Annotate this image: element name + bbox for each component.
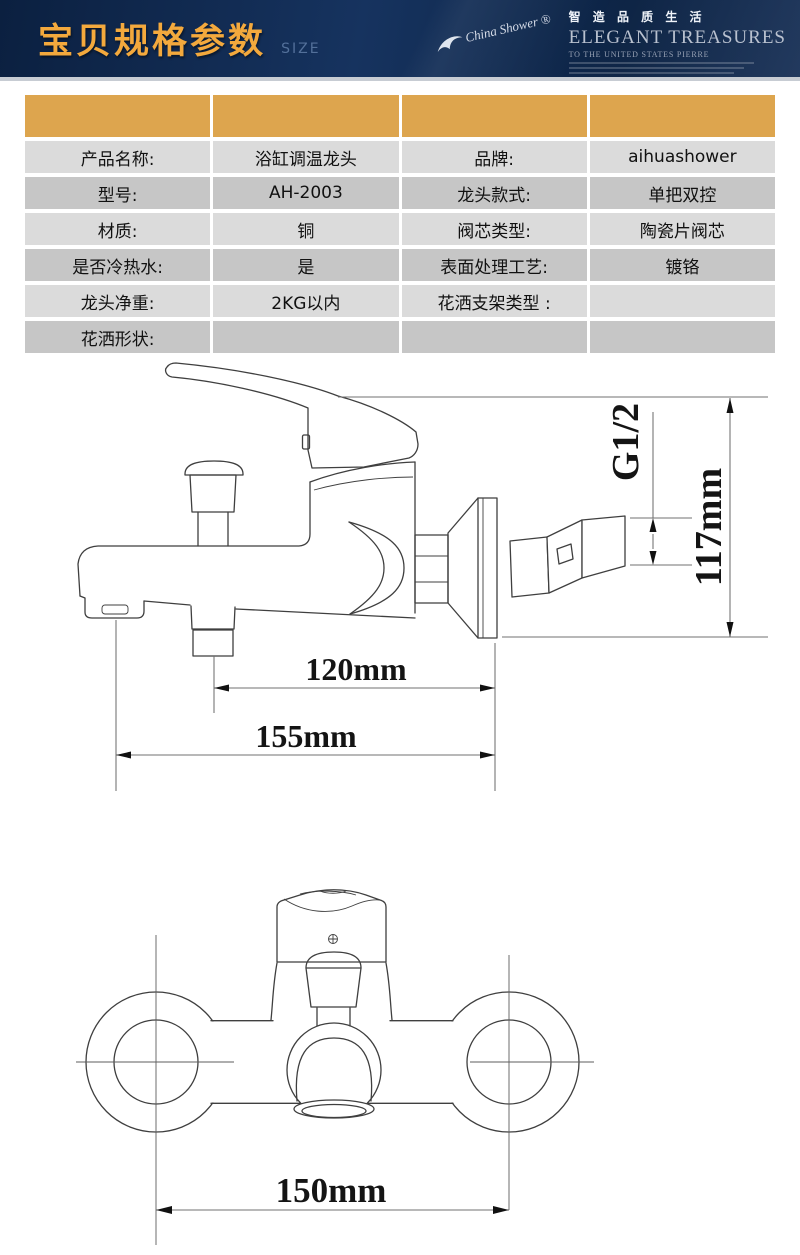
spec-label-cell: 材质: <box>25 213 211 245</box>
shower-outlet <box>190 605 236 657</box>
dimension-label-120mm: 120mm <box>305 651 407 687</box>
spec-header-cell <box>25 95 211 137</box>
hex-nut <box>414 534 449 604</box>
faucet-body <box>77 461 416 619</box>
slogan-en: ELEGANT TREASURES <box>568 27 786 48</box>
spec-value-cell <box>589 285 775 317</box>
dimension-120mm: 120mm <box>213 643 496 791</box>
header: 宝贝规格参数 SIZE China Shower ® 智 造 品 质 生 活 E… <box>0 0 800 81</box>
spec-table: 产品名称: 浴缸调温龙头 品牌: aihuashower 型号: AH-2003… <box>25 95 775 357</box>
dimension-117mm: 117mm <box>338 396 768 638</box>
dimension-label-150mm: 150mm <box>276 1171 387 1210</box>
dimension-label-117mm: 117mm <box>688 468 730 586</box>
spec-header-cell <box>213 95 399 137</box>
table-row: 产品名称: 浴缸调温龙头 品牌: aihuashower <box>25 141 775 173</box>
brand-slogans: 智 造 品 质 生 活 ELEGANT TREASURES TO THE UNI… <box>568 8 786 79</box>
diverter-knob <box>184 460 244 547</box>
spec-header-cell <box>401 95 587 137</box>
brand-logo: China Shower ® 智 造 品 质 生 活 ELEGANT TREAS… <box>433 8 786 79</box>
spec-label-cell: 花洒形状: <box>25 321 211 353</box>
spec-value-cell: 浴缸调温龙头 <box>213 141 399 173</box>
brand-script: China Shower ® <box>433 11 553 54</box>
dimension-label-155mm: 155mm <box>255 718 357 754</box>
table-row: 型号: AH-2003 龙头款式: 单把双控 <box>25 177 775 209</box>
outlet-threads <box>192 629 234 657</box>
spec-label-cell: 龙头净重: <box>25 285 211 317</box>
table-row: 花洒形状: <box>25 321 775 353</box>
spout-mouth <box>101 604 129 615</box>
body-crescent <box>348 521 405 615</box>
page-subtitle: SIZE <box>281 41 321 57</box>
swallow-bird-icon <box>438 36 463 53</box>
front-view-diagram: 150mm <box>76 889 594 1245</box>
spec-value-cell: AH-2003 <box>213 177 399 209</box>
spec-value-cell: 陶瓷片阀芯 <box>589 213 775 245</box>
spec-label-cell: 是否冷热水: <box>25 249 211 281</box>
wall-flange <box>447 497 498 639</box>
spec-label-cell: 产品名称: <box>25 141 211 173</box>
spec-value-cell <box>589 321 775 353</box>
dimension-g12: G1/2 <box>605 403 692 566</box>
body-cap <box>309 461 416 483</box>
spec-value-cell: 2KG以内 <box>213 285 399 317</box>
header-bottom-strip <box>0 77 800 81</box>
spec-label-cell: 品牌: <box>401 141 587 173</box>
dimension-150mm: 150mm <box>156 1171 509 1214</box>
spec-value-cell: 是 <box>213 249 399 281</box>
centerlines <box>76 935 594 1245</box>
spout-nose <box>295 1037 373 1102</box>
screw-icon <box>328 934 338 944</box>
spec-header-cell <box>589 95 775 137</box>
side-view-diagram: 117mm G1/2 120mm 155mm <box>77 362 768 791</box>
spec-label-cell: 型号: <box>25 177 211 209</box>
table-row: 是否冷热水: 是 表面处理工艺: 镀铬 <box>25 249 775 281</box>
table-row: 材质: 铜 阀芯类型: 陶瓷片阀芯 <box>25 213 775 245</box>
slogan-sub: TO THE UNITED STATES PIERRE <box>568 50 710 59</box>
cartridge-cover <box>305 951 362 1008</box>
technical-drawings: 117mm G1/2 120mm 155mm <box>76 362 768 1245</box>
eccentric-connector <box>509 515 626 598</box>
spec-label-cell: 表面处理工艺: <box>401 249 587 281</box>
slogan-cn: 智 造 品 质 生 活 <box>568 10 706 24</box>
aerator <box>293 1099 375 1119</box>
lever-handle <box>165 362 419 469</box>
spec-label-cell: 龙头款式: <box>401 177 587 209</box>
table-row: 龙头净重: 2KG以内 花洒支架类型 : <box>25 285 775 317</box>
spec-value-cell <box>213 321 399 353</box>
spec-label-cell: 花洒支架类型 : <box>401 285 587 317</box>
spec-value-cell: 铜 <box>213 213 399 245</box>
handle-front <box>270 889 393 1021</box>
page-title: 宝贝规格参数 <box>38 22 267 62</box>
spec-value-cell: 单把双控 <box>589 177 775 209</box>
spout-neck <box>316 1007 351 1027</box>
dimension-label-g12: G1/2 <box>605 403 647 481</box>
spec-label-cell <box>401 321 587 353</box>
spec-value-cell: 镀铬 <box>589 249 775 281</box>
spec-header-row <box>25 95 775 137</box>
spec-value-cell: aihuashower <box>589 141 775 173</box>
spec-label-cell: 阀芯类型: <box>401 213 587 245</box>
dimension-155mm: 155mm <box>115 620 495 791</box>
